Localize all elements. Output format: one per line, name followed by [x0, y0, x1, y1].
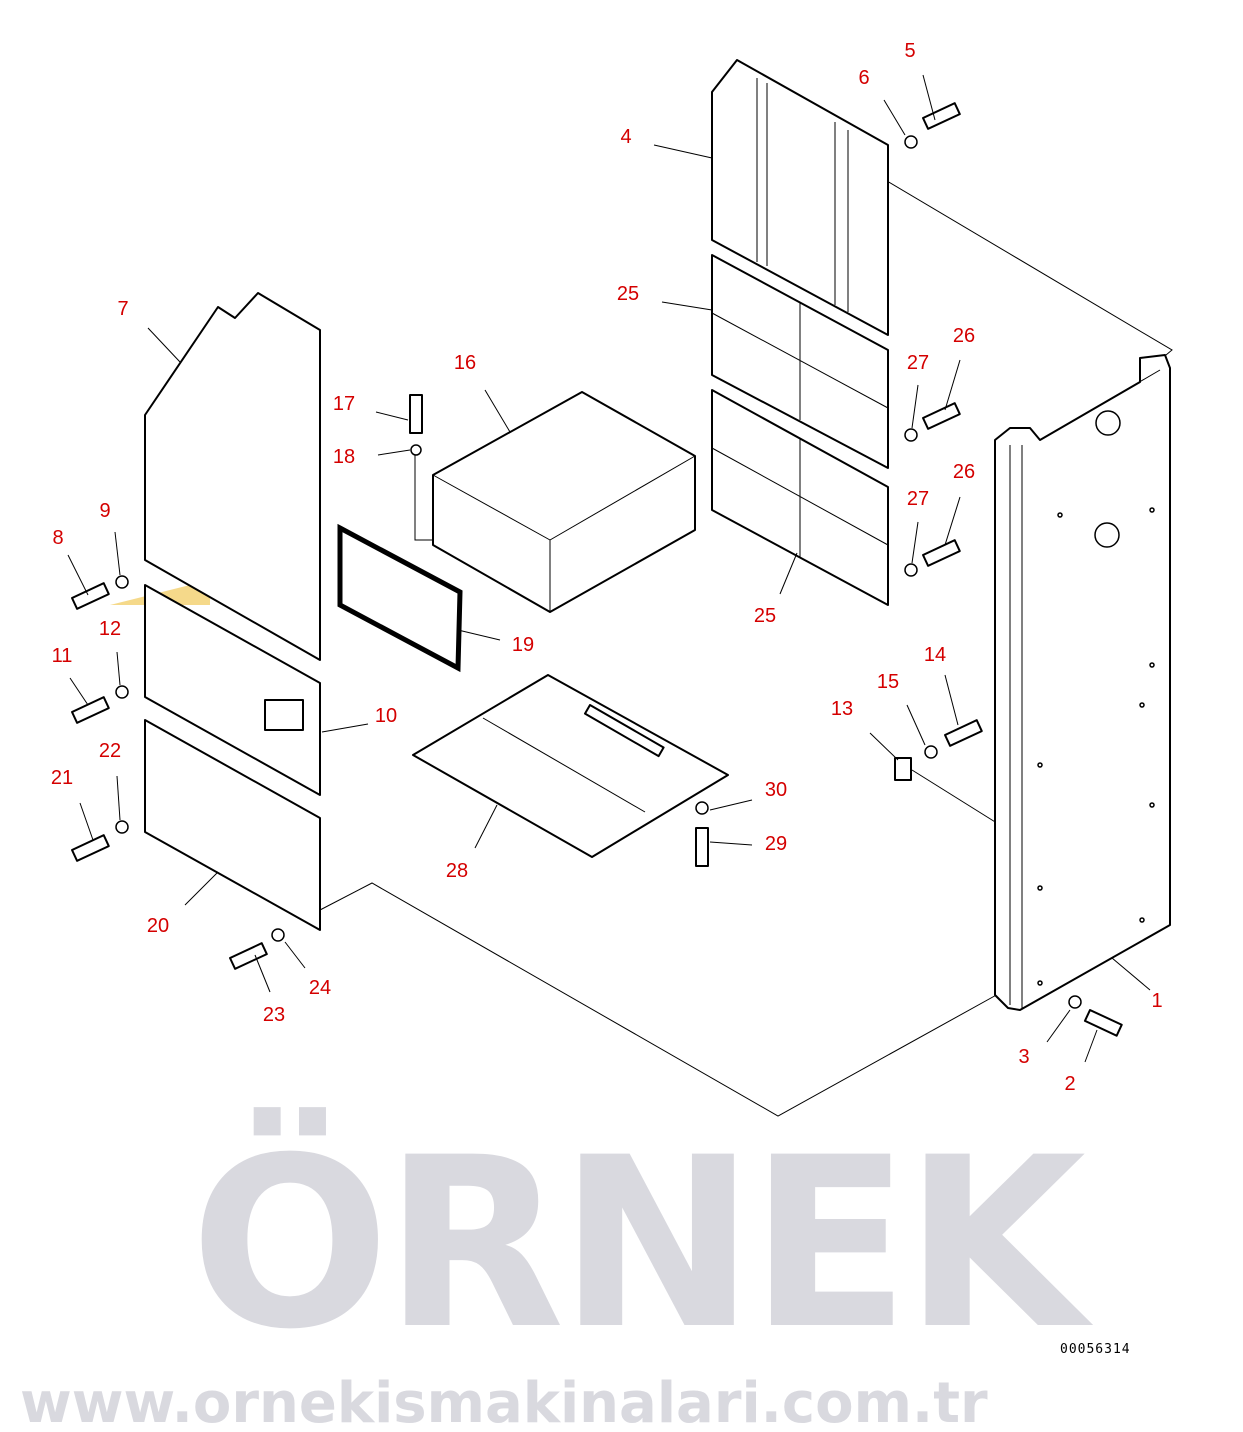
callout-10: 10 [375, 705, 397, 727]
callout-30: 30 [765, 779, 787, 801]
callout-11: 11 [52, 645, 73, 667]
bolt-icon [943, 719, 983, 747]
callout-28: 28 [446, 860, 468, 882]
washer-icon [115, 820, 129, 834]
washer-icon [410, 444, 422, 456]
guide-line [319, 882, 1001, 1117]
washer-icon [904, 135, 918, 149]
callout-26: 26 [953, 325, 975, 347]
callout-15: 15 [877, 671, 899, 693]
watermark-brand: ÖRNEK [190, 1106, 1094, 1381]
callouts: 1 2 3 4 5 6 7 8 9 10 11 12 13 14 15 16 1… [51, 40, 1163, 1095]
part-7-side-panel[interactable] [144, 292, 321, 661]
guide-line [911, 769, 1001, 826]
callout-16: 16 [454, 352, 476, 374]
washer-icon [1068, 995, 1082, 1009]
part-1-frame[interactable] [994, 354, 1171, 1011]
callout-18: 18 [333, 446, 355, 468]
watermark: ÖRNEK www.ornekismakinalari.com.tr [20, 1106, 1100, 1432]
washer-icon [115, 685, 129, 699]
callout-6: 6 [858, 67, 869, 89]
washer-icon [904, 563, 918, 577]
washer-icon [115, 575, 129, 589]
callout-24: 24 [309, 977, 331, 999]
part-4-top-plate[interactable] [711, 59, 889, 336]
callout-19: 19 [512, 634, 534, 656]
callout-1: 1 [1151, 990, 1162, 1012]
fasteners [70, 102, 1123, 1037]
callout-5: 5 [904, 40, 915, 62]
drawing-code: 00056314 [1060, 1342, 1131, 1357]
part-28-floor-plate[interactable] [412, 674, 729, 858]
callout-25: 25 [617, 283, 639, 305]
bolt-icon [70, 834, 110, 862]
part-25-panel-lower[interactable] [711, 389, 889, 606]
bolt-icon [228, 942, 268, 970]
bolt-icon [921, 539, 961, 567]
callout-27: 27 [907, 488, 929, 510]
callout-22: 22 [99, 740, 121, 762]
callout-2: 2 [1064, 1073, 1075, 1095]
washer-icon [904, 428, 918, 442]
part-16-box[interactable] [432, 391, 696, 613]
bolt-icon [70, 582, 110, 610]
callout-27: 27 [907, 352, 929, 374]
callout-14: 14 [924, 644, 946, 666]
bolt-icon [921, 102, 961, 130]
bolt-icon [70, 696, 110, 724]
washer-icon [924, 745, 938, 759]
part-19-gasket[interactable] [337, 523, 463, 673]
callout-9: 9 [99, 500, 110, 522]
clip-icon [894, 757, 912, 781]
leader-lines [67, 74, 1151, 1063]
callout-29: 29 [765, 833, 787, 855]
callout-20: 20 [147, 915, 169, 937]
callout-12: 12 [99, 618, 121, 640]
callout-4: 4 [620, 126, 631, 148]
watermark-url: www.ornekismakinalari.com.tr [20, 1371, 988, 1432]
bolt-icon [409, 394, 423, 434]
guide-line [864, 167, 1173, 361]
callout-23: 23 [263, 1004, 285, 1026]
bolt-icon [1083, 1009, 1123, 1037]
part-10-door-panel[interactable] [144, 584, 321, 796]
part-20-lower-panel[interactable] [144, 719, 321, 931]
part-25-panel-upper[interactable] [711, 254, 889, 469]
callout-26: 26 [953, 461, 975, 483]
callout-25: 25 [754, 605, 776, 627]
callout-13: 13 [831, 698, 853, 720]
bolt-icon [695, 827, 709, 867]
callout-21: 21 [51, 767, 73, 789]
callout-8: 8 [52, 527, 63, 549]
bolt-icon [922, 402, 961, 430]
washer-icon [695, 801, 709, 815]
callout-17: 17 [333, 393, 355, 415]
callout-3: 3 [1018, 1046, 1029, 1068]
washer-icon [271, 928, 285, 942]
callout-7: 7 [117, 298, 128, 320]
